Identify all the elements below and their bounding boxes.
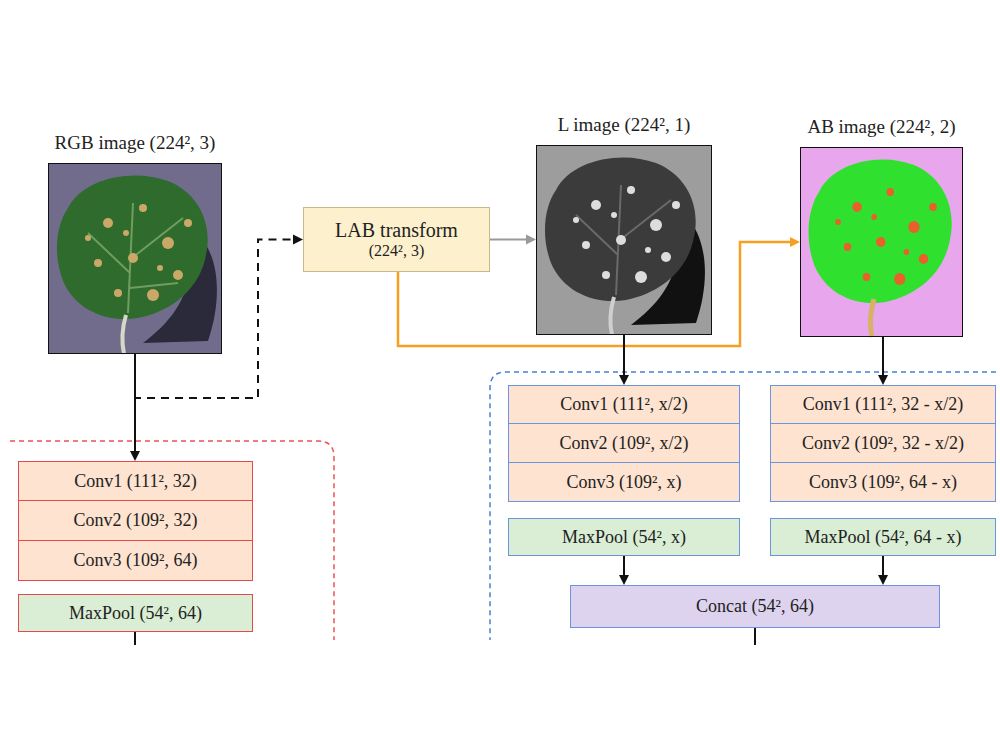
layer-label: MaxPool (54², x) (562, 527, 686, 548)
transform-box: LAB transform(224², 3) (303, 207, 490, 272)
disease-spots (573, 186, 680, 283)
disease-spots (835, 188, 937, 285)
connector-line (623, 335, 625, 376)
conv-layer-box: Conv2 (109², 32 - x/2) (770, 423, 996, 463)
leaf-shape (545, 157, 696, 301)
layer-label: Conv2 (109², x/2) (560, 433, 689, 454)
conv-layer-box: Conv1 (111², x/2) (508, 385, 740, 424)
layer-label: Conv1 (111², 32 - x/2) (803, 394, 964, 415)
flow-connector (490, 235, 536, 245)
flow-connector (619, 335, 629, 385)
image-caption: AB image (224², 2) (807, 116, 955, 138)
lab-branch-group (490, 372, 1000, 640)
connector-line (490, 239, 527, 241)
concat-box: Concat (54², 64) (570, 585, 940, 628)
layer-label: Conv3 (109², x) (567, 472, 682, 493)
layer-label: Conv1 (111², 32) (74, 471, 197, 492)
layer-label: (224², 3) (369, 242, 424, 260)
image-panel: RGB image (224², 3) (48, 163, 222, 354)
conv-layer-box: Conv2 (109², x/2) (508, 423, 740, 463)
leaf-stem (870, 299, 874, 337)
conv-layer-box: Conv2 (109², 32) (18, 500, 253, 541)
image-caption: RGB image (224², 3) (55, 132, 216, 154)
layer-label: MaxPool (54², 64 - x) (805, 527, 962, 548)
ab-leaf-picture (800, 147, 963, 337)
connector-line (882, 556, 884, 576)
picture-background (800, 147, 963, 337)
l-leaf-picture (536, 145, 712, 335)
arrow-head (130, 451, 140, 461)
connector-line (135, 240, 294, 399)
arrow-head (293, 235, 303, 245)
arrow-head (619, 575, 629, 585)
leaf-stem (610, 297, 614, 335)
layer-label: LAB transform (335, 219, 458, 242)
arrow-head (526, 235, 536, 245)
layer-label: MaxPool (54², 64) (69, 603, 202, 624)
layer-label: Conv3 (109², 64 - x) (809, 472, 957, 493)
leaf-shape (57, 175, 208, 319)
rgb-leaf-picture (48, 163, 222, 354)
flow-connector (878, 337, 888, 385)
conv-layer-box: Conv3 (109², 64) (18, 540, 253, 581)
picture-background (48, 163, 222, 354)
disease-spots (85, 204, 192, 301)
output-stub (134, 632, 136, 645)
arrow-head (619, 375, 629, 385)
image-panel: AB image (224², 2) (800, 147, 963, 337)
picture-background (536, 145, 712, 335)
arrow-head (878, 375, 888, 385)
layer-label: Conv2 (109², 32) (74, 510, 198, 531)
flow-connector (130, 354, 140, 461)
conv-layer-box: Conv3 (109², x) (508, 462, 740, 502)
connector-line (623, 556, 625, 576)
connector-line (882, 337, 884, 376)
leaf-stem (122, 315, 126, 354)
conv-layer-box: Conv3 (109², 64 - x) (770, 462, 996, 502)
rgb-branch-group (10, 441, 334, 640)
layer-label: Concat (54², 64) (696, 596, 814, 617)
flow-connector (135, 235, 303, 399)
flow-connector (878, 556, 888, 585)
image-caption: L image (224², 1) (558, 114, 691, 136)
image-panel: L image (224², 1) (536, 145, 712, 335)
layer-label: Conv2 (109², 32 - x/2) (802, 433, 964, 454)
flow-connector (619, 556, 629, 585)
layer-label: Conv1 (111², x/2) (560, 394, 688, 415)
pool-layer-box: MaxPool (54², 64 - x) (770, 518, 996, 556)
connector-line (134, 354, 136, 452)
conv-layer-box: Conv1 (111², 32 - x/2) (770, 385, 996, 424)
layer-label: Conv3 (109², 64) (74, 550, 198, 571)
leaf-shape (809, 159, 952, 303)
conv-layer-box: Conv1 (111², 32) (18, 461, 253, 501)
arrow-head (790, 237, 800, 247)
arrow-head (878, 575, 888, 585)
output-stub (754, 628, 756, 645)
pool-layer-box: MaxPool (54², x) (508, 518, 740, 556)
pool-layer-box: MaxPool (54², 64) (18, 594, 253, 632)
